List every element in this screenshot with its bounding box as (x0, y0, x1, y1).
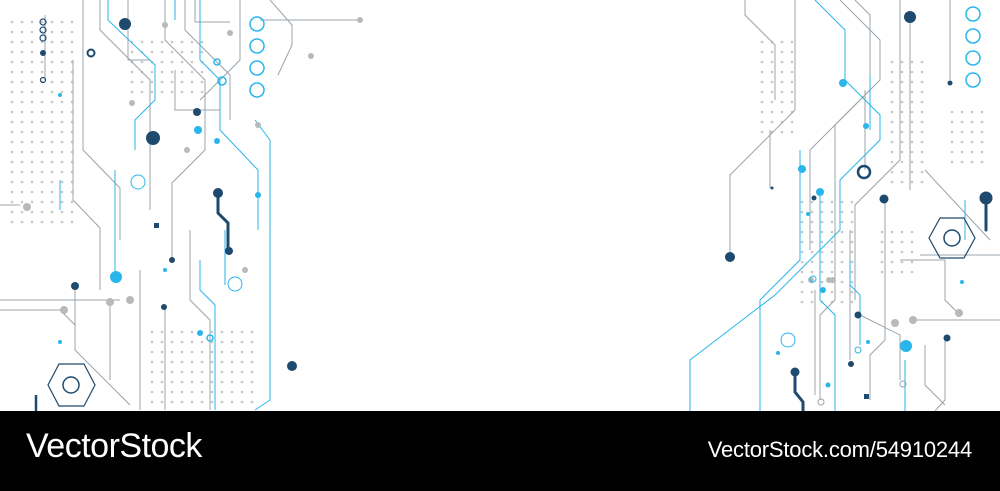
hexagon-nut-icon (928, 217, 976, 259)
dot-grid (5, 15, 75, 225)
dot-grid (945, 110, 985, 170)
navy-node-dots (725, 11, 993, 399)
image-id-text: VectorStock.com/54910244 (707, 437, 972, 462)
dot-grid (760, 40, 795, 140)
gray-node-dots (808, 277, 963, 327)
gray-node-dots (23, 17, 363, 314)
dot-grid (800, 200, 860, 310)
navy-node-dots (40, 18, 297, 371)
hexagon-nut-icon (47, 363, 96, 407)
brand-name: VectorStock (26, 427, 202, 465)
watermark-footer-bar: VectorStock VectorStock.com/54910244 (0, 411, 1000, 491)
circuit-board-artwork (0, 0, 1000, 411)
dot-grid (885, 55, 930, 190)
cyan-node-dots (58, 93, 261, 344)
dot-grid (880, 230, 920, 280)
dot-grid (130, 40, 210, 100)
cyan-node-dots (776, 79, 964, 388)
cyan-ring-pads (780, 6, 981, 354)
ring-pad-icon (39, 18, 96, 84)
right-circuit-cluster (689, 0, 1000, 411)
cyan-ring-pads (130, 16, 265, 342)
dot-grid (150, 330, 260, 410)
left-circuit-cluster (0, 0, 363, 411)
ring-pad-icon (856, 164, 872, 180)
